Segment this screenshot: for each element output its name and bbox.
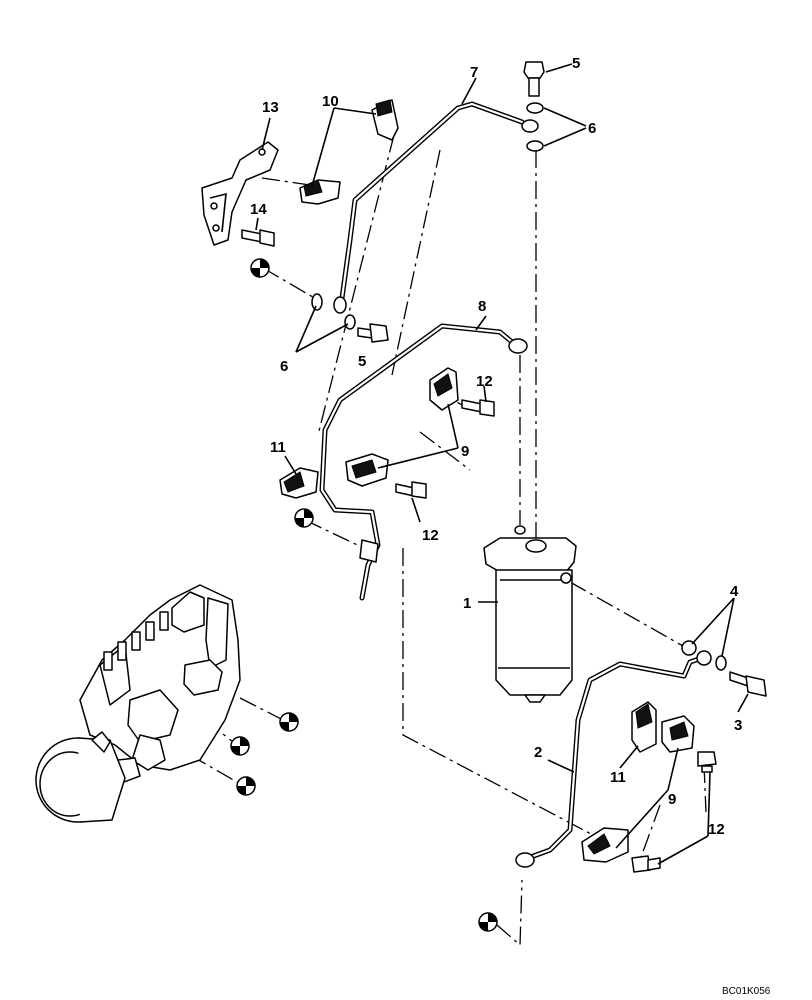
pipe-8 xyxy=(319,323,528,601)
bolt-12-lower-a xyxy=(697,751,717,773)
reference-symbols xyxy=(230,258,498,932)
fuel-filter-1 xyxy=(483,525,577,703)
bolt-5-lower xyxy=(357,323,389,343)
leader-lines xyxy=(255,63,749,865)
ref-symbol-4 xyxy=(230,736,250,756)
clamp-11-middle xyxy=(279,467,319,499)
bracket-13 xyxy=(201,141,279,246)
washers-6-upper xyxy=(526,102,544,152)
bolt-12-lower-b xyxy=(631,855,661,873)
ref-symbol-2 xyxy=(294,508,314,528)
callout-2: 2 xyxy=(534,744,542,761)
callout-8: 8 xyxy=(478,298,486,315)
clamp-9-bottom xyxy=(581,827,629,863)
callout-14: 14 xyxy=(250,201,267,218)
callout-12-lower: 12 xyxy=(708,821,725,838)
callout-9-lower: 9 xyxy=(668,791,676,808)
callout-4: 4 xyxy=(730,583,739,600)
clamp-10-lower xyxy=(299,179,341,205)
callout-6-lower: 6 xyxy=(280,358,288,375)
bolt-12-middle xyxy=(395,481,427,499)
clamp-10-upper xyxy=(371,99,399,141)
callout-1: 1 xyxy=(463,595,471,612)
clamp-9-lower-right xyxy=(661,715,695,753)
washers-6-lower xyxy=(311,293,356,330)
callout-6-upper: 6 xyxy=(588,120,596,137)
ref-symbol-5 xyxy=(236,776,256,796)
ref-symbol-3 xyxy=(279,712,299,732)
pipe-7 xyxy=(333,101,539,314)
callout-labels: 1 2 3 4 5 5 6 6 7 8 9 9 10 11 11 12 12 1… xyxy=(250,55,742,838)
callout-11-lower: 11 xyxy=(610,769,626,786)
callout-7: 7 xyxy=(470,64,478,81)
washers-4 xyxy=(681,640,727,671)
injection-pump xyxy=(35,584,241,823)
bolt-12-upper xyxy=(461,399,495,417)
ref-symbol-6 xyxy=(478,912,498,932)
callout-10: 10 xyxy=(322,93,339,110)
clamp-9-lower xyxy=(345,453,389,487)
clamp-9-upper xyxy=(429,367,459,411)
callout-11-middle: 11 xyxy=(270,439,286,456)
callout-3: 3 xyxy=(734,717,742,734)
callout-5-upper: 5 xyxy=(572,55,580,72)
callout-13: 13 xyxy=(262,99,279,116)
pipe-2 xyxy=(515,650,712,868)
clamp-11-lower xyxy=(631,701,657,753)
callout-5-lower: 5 xyxy=(358,353,366,370)
bolt-5-upper xyxy=(523,61,545,97)
assembly-dashed-lines xyxy=(189,134,707,947)
callout-9-middle: 9 xyxy=(461,443,469,460)
bolt-3 xyxy=(729,671,767,697)
callout-12-middle: 12 xyxy=(422,527,439,544)
ref-symbol-1 xyxy=(250,258,270,278)
reference-code: BC01K056 xyxy=(722,986,771,997)
callout-12-upper: 12 xyxy=(476,373,493,390)
bolt-14 xyxy=(241,229,275,247)
